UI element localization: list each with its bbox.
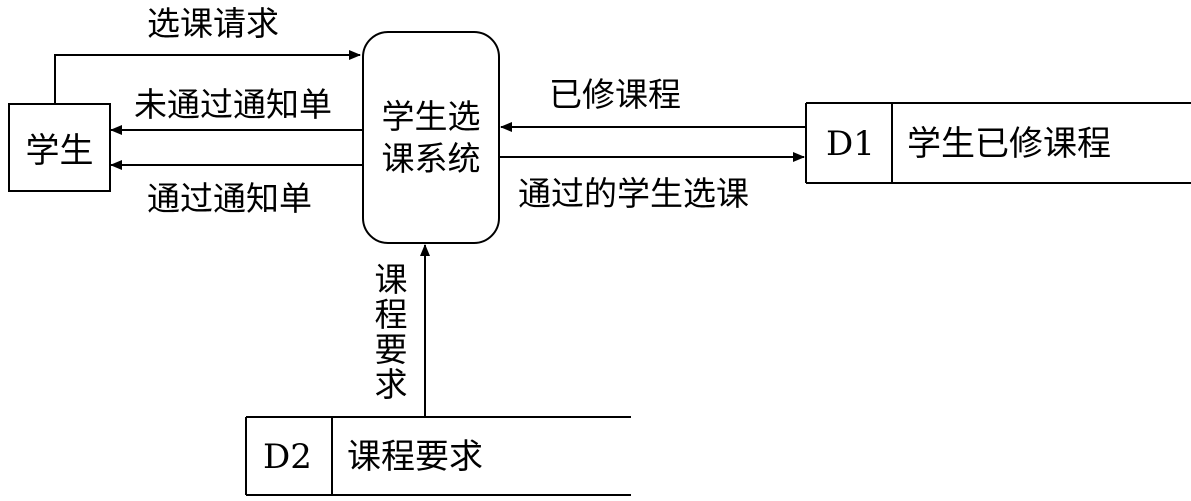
data-store-d2-id: D2 [263, 437, 312, 477]
flow-arrow-course-request [54, 50, 361, 103]
data-store-d2-outline [245, 416, 631, 496]
flow-label-course-request: 选课请求 [147, 4, 279, 43]
student-entity-label: 学生 [25, 131, 94, 171]
data-store-d1-outline [805, 102, 1191, 184]
flow-label-completed-courses: 已修课程 [549, 75, 681, 114]
student-entity: 学生 [8, 103, 111, 192]
data-store-d1-id: D1 [826, 124, 875, 164]
data-store-d2-name: 课程要求 [347, 437, 483, 477]
flow-label-pass-notice: 通过通知单 [147, 179, 312, 218]
flow-label-course-requirements: 课程要求 [374, 260, 408, 404]
flow-label-approved-selection: 通过的学生选课 [518, 174, 749, 213]
data-store-d1-name: 学生已修课程 [907, 124, 1111, 164]
process-label: 学生选课系统 [381, 96, 481, 178]
flow-label-fail-notice: 未通过通知单 [134, 85, 332, 124]
process-node: 学生选课系统 [362, 31, 500, 244]
